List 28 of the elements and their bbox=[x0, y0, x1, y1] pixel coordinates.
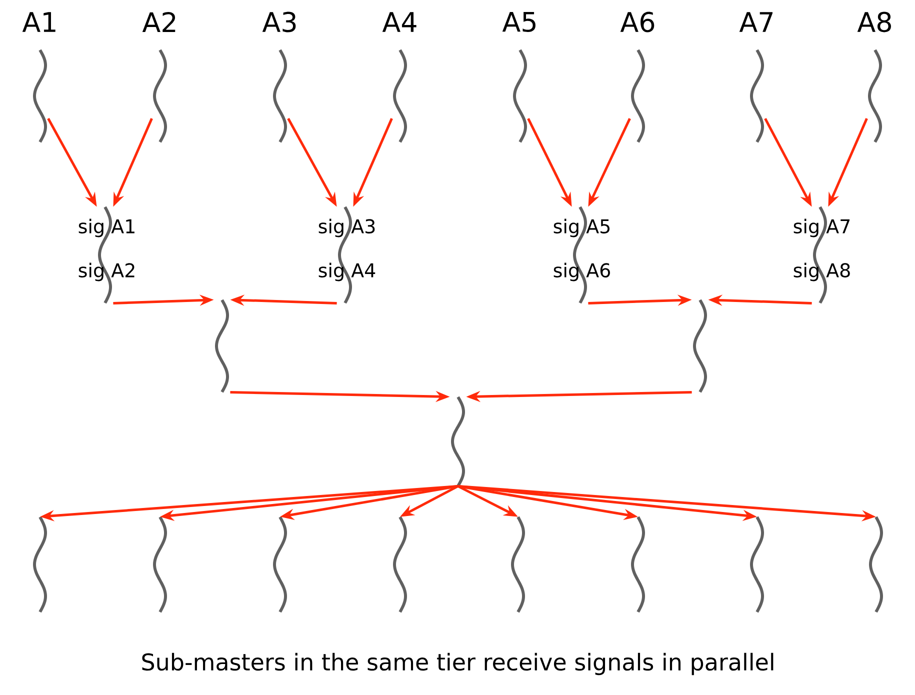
node-label: A5 bbox=[502, 12, 536, 32]
node-label: A8 bbox=[857, 12, 891, 32]
node-label: sig A1 bbox=[78, 218, 134, 238]
node-label: sig A7 bbox=[794, 218, 850, 238]
wave-symbol bbox=[451, 396, 465, 487]
node-label: sig A3 bbox=[318, 218, 375, 238]
caption: Sub-masters in the same tier receive signals in parallel bbox=[142, 652, 774, 676]
wave-symbol bbox=[215, 299, 229, 393]
wave-symbol bbox=[153, 516, 167, 613]
node-label: sig A2 bbox=[78, 262, 134, 282]
node-label: sig A8 bbox=[794, 262, 850, 282]
wave-symbol bbox=[33, 516, 47, 613]
wave-symbol bbox=[869, 516, 883, 613]
wave-symbol bbox=[273, 516, 287, 613]
wave-symbol bbox=[393, 516, 407, 613]
node-label: A1 bbox=[22, 12, 56, 32]
node-label: A7 bbox=[739, 12, 773, 32]
wave-symbol bbox=[631, 516, 645, 613]
node-label: A4 bbox=[382, 12, 416, 32]
wave-symbol bbox=[693, 299, 707, 393]
node-label: sig A6 bbox=[554, 262, 610, 282]
wave-symbol bbox=[750, 516, 764, 613]
node-label: sig A4 bbox=[318, 262, 376, 282]
node-label: sig A5 bbox=[554, 218, 610, 238]
node-label: A2 bbox=[142, 12, 176, 32]
wave-symbol bbox=[511, 516, 525, 613]
node-label: A6 bbox=[620, 12, 654, 32]
node-label: A3 bbox=[262, 12, 296, 32]
